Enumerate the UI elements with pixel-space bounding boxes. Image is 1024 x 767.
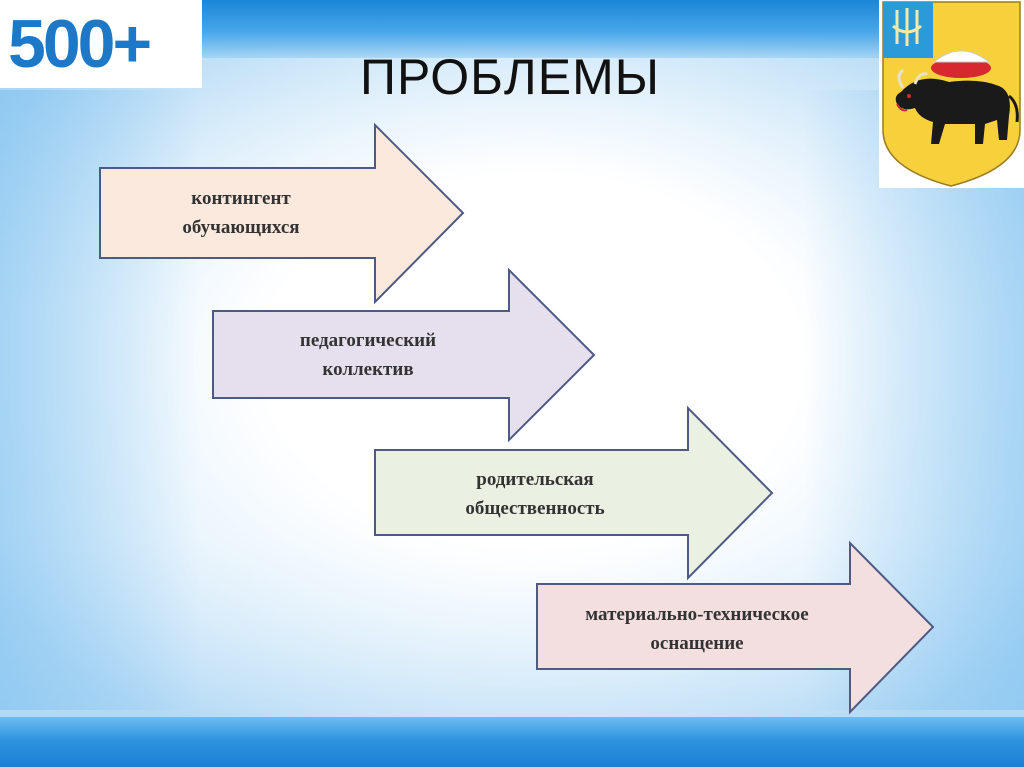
- problem-label-contingent: контингент обучающихся: [110, 184, 372, 242]
- logo-text: 500+: [8, 6, 152, 82]
- problem-line-2: общественность: [465, 498, 605, 519]
- problem-line-1: родительская: [476, 469, 594, 490]
- problem-line-1: контингент: [191, 188, 291, 209]
- coat-of-arms-bull-icon: [879, 0, 1024, 188]
- arrow-parent-community: [374, 405, 774, 581]
- arrow-contingent: [99, 122, 465, 305]
- problem-line-2: обучающихся: [182, 217, 300, 238]
- bottom-band: [0, 717, 1024, 767]
- arrow-pedagogical-staff: [212, 267, 596, 443]
- problem-line-2: коллектив: [322, 359, 414, 380]
- page-title: ПРОБЛЕМЫ: [360, 49, 660, 105]
- problem-label-pedagogical-staff: педагогический коллектив: [223, 326, 513, 384]
- problem-line-1: педагогический: [299, 330, 437, 351]
- problem-label-material-equipment: материально-техническое оснащение: [547, 600, 847, 658]
- problem-label-parent-community: родительская общественность: [385, 465, 685, 523]
- arrow-material-equipment: [536, 540, 935, 715]
- problem-line-1: материально-техническое: [585, 604, 809, 625]
- problem-line-2: оснащение: [650, 633, 744, 654]
- logo-500-plus: 500+: [0, 0, 202, 88]
